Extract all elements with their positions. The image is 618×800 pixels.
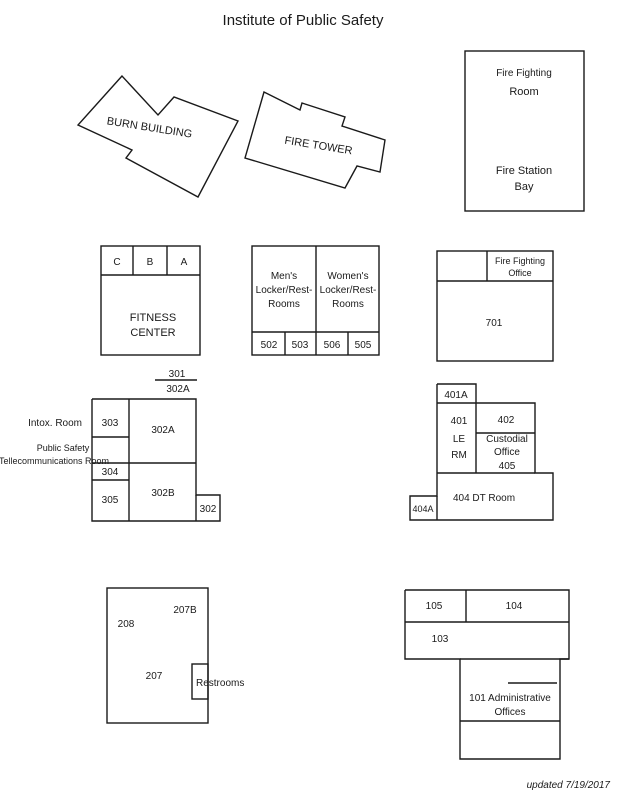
room-404-dt: 404 DT Room [453,493,515,504]
room-401-label-2: LE [453,434,466,445]
custodial-office-label-1: Custodial [486,434,528,445]
telecom-room-label-2: Tellecommunications Room [0,456,109,466]
room-402: 402 [498,415,515,426]
custodial-office-label-2: Office [494,447,520,458]
building-300[interactable]: 301 302A Intox. Room Public Safety Telle… [0,369,221,522]
room-401-label-3: RM [451,450,467,461]
room-302b: 302B [151,488,175,499]
fire-tower-label: FIRE TOWER [284,135,354,158]
room-506: 506 [324,340,341,351]
fire-tower[interactable]: FIRE TOWER [244,90,386,189]
room-305: 305 [102,495,119,506]
fire-fighting-room-label-2: Room [509,86,538,98]
room-503: 503 [292,340,309,351]
burn-building-label: BURN BUILDING [106,115,193,140]
updated-date: updated 7/19/2017 [527,780,611,791]
fitness-center-building[interactable]: C B A FITNESS CENTER [100,245,201,356]
room-301-label: 301 [169,369,186,380]
locker-rooms-building[interactable]: Men's Locker/Rest- Rooms Women's Locker/… [251,245,380,356]
room-401a: 401A [444,390,468,401]
admin-offices-label-1: 101 Administrative [469,693,551,704]
fitness-room-a: A [181,257,188,268]
room-302a: 302A [151,425,175,436]
room-207b: 207B [173,605,197,616]
room-303: 303 [102,418,119,429]
fitness-room-c: C [113,257,120,268]
womens-locker-label-1: Women's [327,271,368,282]
fire-station-bay-label-1: Fire Station [496,165,552,177]
fitness-room-b: B [147,257,154,268]
building-700[interactable]: Fire Fighting Office 701 [436,250,554,362]
womens-locker-label-3: Rooms [332,299,364,310]
room-207: 207 [146,671,163,682]
admin-offices-label-2: Offices [495,707,526,718]
room-302a-top-label: 302A [166,384,190,395]
building-100[interactable]: 105 104 103 101 Administrative Offices [404,589,570,760]
room-405: 405 [499,461,516,472]
burn-building[interactable]: BURN BUILDING [76,74,239,198]
room-304: 304 [102,467,119,478]
fire-station-bay-label-2: Bay [515,181,534,193]
mens-locker-label-1: Men's [271,271,297,282]
mens-locker-label-2: Locker/Rest- [256,285,313,296]
building-200[interactable]: 208 207B 207 Restrooms [106,587,244,724]
room-103: 103 [432,634,449,645]
room-505: 505 [355,340,372,351]
telecom-room-label-1: Public Safety [37,443,90,453]
room-404a: 404A [412,504,433,514]
mens-locker-label-3: Rooms [268,299,300,310]
room-701: 701 [486,318,503,329]
fire-station-building[interactable]: Fire Fighting Room Fire Station Bay [464,50,585,212]
page-title: Institute of Public Safety [223,12,384,29]
womens-locker-label-2: Locker/Rest- [320,285,377,296]
fitness-center-label-1: FITNESS [130,312,176,324]
fire-fighting-office-label-1: Fire Fighting [495,256,545,266]
room-502: 502 [261,340,278,351]
room-302: 302 [200,504,217,515]
restrooms-label: Restrooms [196,678,244,689]
fire-fighting-office-label-2: Office [508,268,531,278]
fitness-center-label-2: CENTER [130,327,175,339]
room-104: 104 [506,601,523,612]
fire-fighting-room-label-1: Fire Fighting [496,68,552,79]
intox-room-label: Intox. Room [28,418,82,429]
room-105: 105 [426,601,443,612]
room-208: 208 [118,619,135,630]
building-400[interactable]: 401A 401 LE RM 402 Custodial Office 405 … [409,383,554,521]
room-401-label-1: 401 [451,416,468,427]
